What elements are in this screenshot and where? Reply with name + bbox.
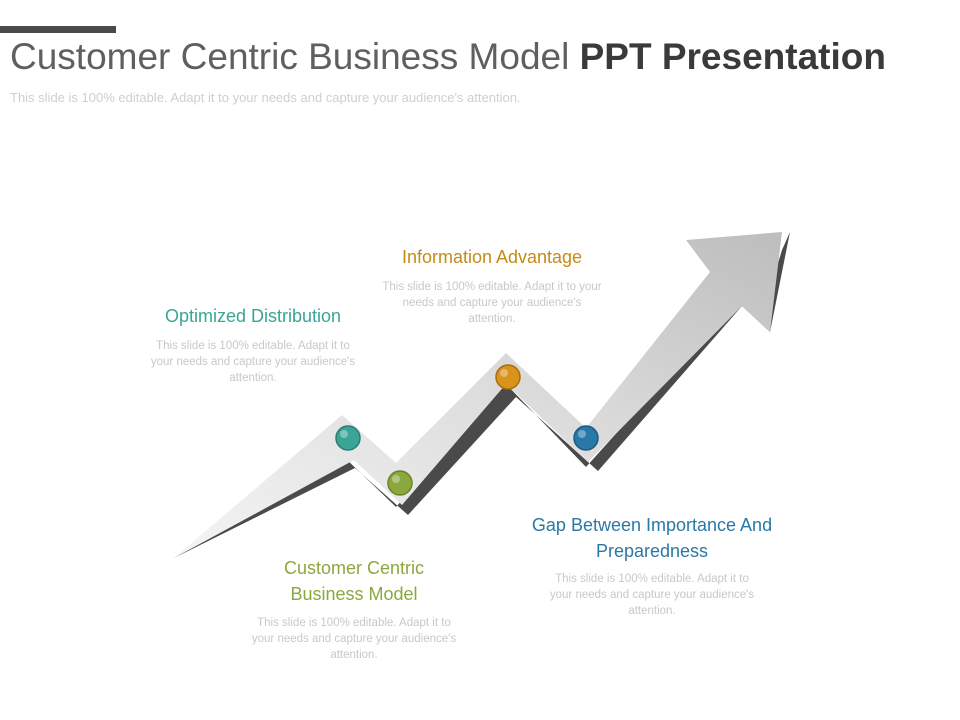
step-desc-customer-centric: This slide is 100% editable. Adapt it to… <box>251 617 457 661</box>
marker-highlight <box>578 430 586 438</box>
slide-title: Customer Centric Business Model PPT Pres… <box>10 36 886 78</box>
step-title-customer-centric: Customer Centric Business Model <box>283 558 425 604</box>
step-marker-customer-centric <box>387 470 413 496</box>
step-desc-optimized-distribution: This slide is 100% editable. Adapt it to… <box>150 340 356 384</box>
step-marker-information-advantage <box>495 364 521 390</box>
step-title-gap-between: Gap Between Importance And Preparedness <box>531 515 773 561</box>
step-title-optimized-distribution: Optimized Distribution <box>164 306 342 326</box>
step-desc-information-advantage: This slide is 100% editable. Adapt it to… <box>382 281 602 325</box>
title-bold: PPT Presentation <box>579 36 886 77</box>
marker-highlight <box>500 369 508 377</box>
arrow-body <box>174 232 782 558</box>
step-marker-gap-between <box>573 425 599 451</box>
title-accent-bar <box>0 26 116 33</box>
title-light: Customer Centric Business Model <box>10 36 580 77</box>
slide-subtitle: This slide is 100% editable. Adapt it to… <box>10 90 521 105</box>
step-desc-gap-between: This slide is 100% editable. Adapt it to… <box>549 573 755 617</box>
step-title-information-advantage: Information Advantage <box>401 247 583 267</box>
marker-highlight <box>340 430 348 438</box>
arrow-shadow <box>174 232 790 558</box>
marker-highlight <box>392 475 400 483</box>
step-marker-optimized-distribution <box>335 425 361 451</box>
